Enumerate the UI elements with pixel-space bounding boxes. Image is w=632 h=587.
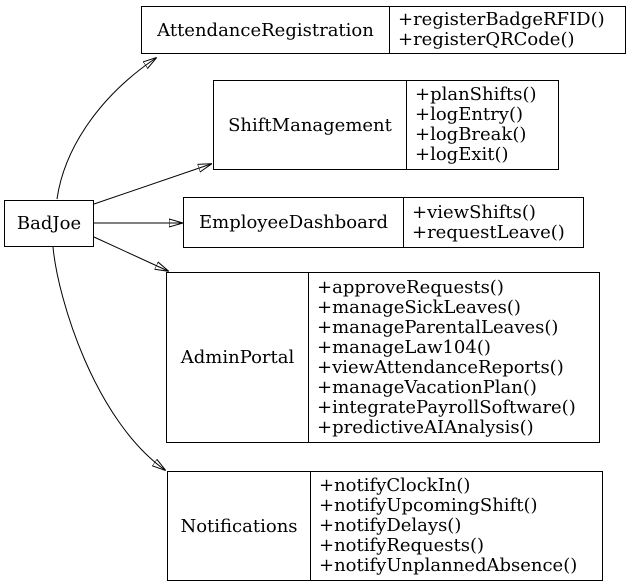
method-label: +manageParentalLeaves() <box>317 316 559 338</box>
class-methods-cell: +viewShifts() +requestLeave() <box>404 198 583 247</box>
method-label: +planShifts() <box>415 84 537 105</box>
class-name: Notifications <box>180 515 298 537</box>
node-adminportal: AdminPortal +approveRequests() +manageSi… <box>166 272 600 443</box>
actor-label: BadJoe <box>16 213 82 234</box>
node-shiftmanagement: ShiftManagement +planShifts() +logEntry(… <box>213 80 559 170</box>
edge-badjoe-to-attendanceregistration <box>56 58 156 200</box>
node-employeedashboard: EmployeeDashboard +viewShifts() +request… <box>183 197 584 248</box>
class-name-cell: Notifications <box>168 472 311 580</box>
node-badjoe: BadJoe <box>4 200 94 247</box>
method-label: +registerBadgeRFID() <box>398 9 605 30</box>
method-label: +manageVacationPlan() <box>317 376 537 398</box>
method-label: +notifyUpcomingShift() <box>319 495 538 516</box>
method-label: +viewAttendanceReports() <box>317 356 564 378</box>
method-label: +logEntry() <box>415 104 523 125</box>
method-label: +notifyRequests() <box>319 535 485 556</box>
method-label: +manageSickLeaves() <box>317 296 521 318</box>
method-label: +notifyUnplannedAbsence() <box>319 555 578 576</box>
method-label: +logBreak() <box>415 124 527 145</box>
class-name: AttendanceRegistration <box>157 19 374 41</box>
method-label: +viewShifts() <box>412 201 536 223</box>
class-methods-cell: +approveRequests() +manageSickLeaves() +… <box>309 273 599 442</box>
class-name-cell: EmployeeDashboard <box>184 198 404 247</box>
edge-badjoe-to-notifications <box>52 246 165 470</box>
edge-badjoe-to-adminportal <box>93 236 168 271</box>
edge-badjoe-to-shiftmanagement <box>93 164 211 205</box>
class-name: EmployeeDashboard <box>198 212 388 233</box>
class-methods-cell: +planShifts() +logEntry() +logBreak() +l… <box>407 81 558 169</box>
class-name: AdminPortal <box>180 347 295 368</box>
method-label: +integratePayrollSoftware() <box>317 396 576 418</box>
method-label: +manageLaw104() <box>317 336 491 358</box>
method-label: +approveRequests() <box>317 276 504 298</box>
class-methods-cell: +notifyClockIn() +notifyUpcomingShift() … <box>311 472 602 580</box>
class-name-cell: AdminPortal <box>167 273 309 442</box>
method-label: +registerQRCode() <box>398 29 575 50</box>
node-notifications: Notifications +notifyClockIn() +notifyUp… <box>167 471 603 581</box>
method-label: +predictiveAIAnalysis() <box>317 416 534 438</box>
method-label: +logExit() <box>415 144 509 165</box>
method-label: +notifyDelays() <box>319 515 462 536</box>
class-name-cell: AttendanceRegistration <box>142 7 390 53</box>
method-label: +requestLeave() <box>412 221 565 243</box>
node-attendanceregistration: AttendanceRegistration +registerBadgeRFI… <box>141 6 626 54</box>
class-name: ShiftManagement <box>228 114 392 136</box>
class-name-cell: ShiftManagement <box>214 81 407 169</box>
method-label: +notifyClockIn() <box>319 475 471 496</box>
class-methods-cell: +registerBadgeRFID() +registerQRCode() <box>390 7 625 53</box>
